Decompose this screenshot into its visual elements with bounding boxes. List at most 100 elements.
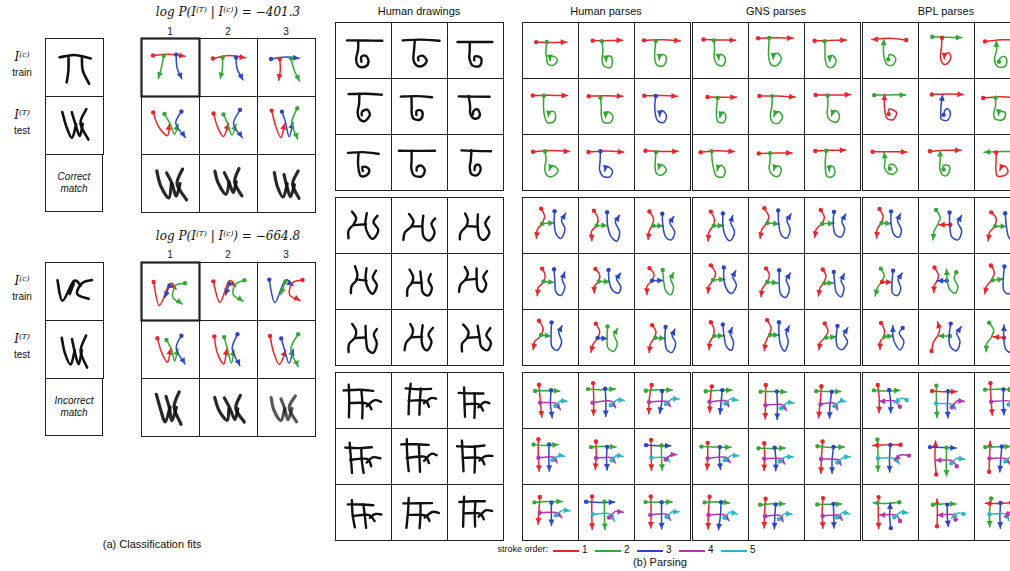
stroke: [836, 326, 848, 350]
stroke-start-dot: [940, 35, 944, 39]
character-parse: [642, 93, 677, 123]
character-parse: [762, 318, 789, 351]
character-parse: [643, 494, 679, 529]
stroke-start-dot: [762, 457, 766, 461]
stroke: [892, 271, 902, 296]
arrowhead: [239, 54, 245, 60]
stroke-start-dot: [983, 445, 987, 449]
arrowhead: [673, 396, 679, 402]
stroke-start-dot: [593, 267, 597, 271]
arrowhead: [648, 464, 654, 470]
arrowhead: [604, 464, 610, 470]
stroke: [344, 390, 374, 391]
stroke-start-dot: [768, 151, 772, 155]
arrowhead: [1004, 444, 1010, 450]
stroke-start-dot: [609, 403, 613, 407]
arrowhead: [840, 37, 846, 43]
stroke: [293, 171, 299, 198]
arrowhead: [718, 408, 724, 414]
character-drawing: [459, 96, 490, 119]
stroke-start-dot: [983, 387, 987, 391]
character-parse: [705, 94, 736, 123]
stroke: [596, 457, 615, 463]
stroke-start-dot: [279, 336, 283, 340]
grid-line: [391, 197, 392, 365]
stroke-start-dot: [536, 437, 540, 441]
arrowhead: [835, 389, 841, 395]
stroke: [176, 336, 185, 364]
stroke-start-dot: [278, 57, 282, 61]
stroke: [655, 96, 667, 123]
arrowhead: [932, 441, 938, 447]
stroke-start-dot: [824, 149, 828, 153]
stroke: [468, 336, 479, 339]
arrowhead: [554, 388, 560, 394]
grid-line: [522, 428, 690, 429]
match-box: Incorrect match: [45, 378, 103, 436]
stroke-start-dot: [929, 349, 933, 353]
character-parse: [699, 441, 739, 470]
arrowhead: [761, 522, 767, 528]
stroke-start-dot: [650, 278, 654, 282]
character-drawing: [345, 443, 380, 473]
arrowhead: [590, 346, 596, 353]
stroke-start-dot: [763, 514, 767, 518]
stroke: [599, 151, 612, 177]
stroke-start-dot: [553, 404, 557, 408]
arrowhead: [829, 467, 835, 473]
stroke-start-dot: [835, 460, 839, 464]
character-drawing: [407, 270, 432, 296]
stroke-start-dot: [987, 470, 991, 474]
character-parse: [870, 149, 907, 174]
stroke-start-dot: [705, 95, 709, 99]
grid-line: [634, 22, 635, 190]
stroke-start-dot: [762, 206, 766, 210]
character-parse: [698, 148, 734, 177]
grid-line: [692, 253, 860, 254]
stroke: [348, 503, 374, 506]
character-parse: [269, 55, 300, 81]
stroke-start-dot: [818, 402, 822, 406]
character-parse: [930, 383, 964, 418]
arrowhead: [618, 397, 624, 403]
stroke-start-dot: [1000, 444, 1004, 448]
arrowhead: [816, 412, 822, 418]
arrowhead: [881, 39, 887, 45]
stroke-start-dot: [756, 446, 760, 450]
stroke-start-dot: [779, 406, 783, 410]
stroke-start-dot: [211, 111, 215, 115]
stroke-start-dot: [770, 94, 774, 98]
row-name: test: [14, 349, 30, 361]
stroke-start-dot: [706, 513, 710, 517]
stroke: [157, 338, 170, 362]
stroke-start-dot: [183, 281, 187, 285]
character-parse: [815, 496, 850, 528]
stroke-start-dot: [605, 445, 609, 449]
arrowhead: [164, 291, 170, 298]
stroke-start-dot: [289, 56, 293, 60]
stroke-start-dot: [773, 502, 777, 506]
stroke-start-dot: [934, 472, 938, 476]
character-drawing: [403, 498, 439, 528]
arrowhead: [157, 72, 163, 79]
stroke-start-dot: [543, 149, 547, 153]
stroke-start-dot: [643, 500, 647, 504]
arrowhead: [732, 396, 738, 402]
arrowhead: [827, 412, 833, 418]
character-parse: [757, 94, 795, 124]
stroke: [413, 41, 427, 66]
stroke-start-dot: [777, 459, 781, 463]
stroke-start-dot: [989, 263, 993, 267]
stroke-start-dot: [961, 512, 965, 516]
character-parse: [874, 266, 902, 296]
arrowhead: [997, 522, 1003, 528]
stroke-start-dot: [592, 209, 596, 213]
grid-line: [918, 197, 919, 365]
stroke-start-dot: [234, 55, 238, 59]
stroke: [356, 41, 368, 67]
stroke-start-dot: [988, 381, 992, 385]
row-symbol: I⁽ᶜ⁾: [15, 275, 30, 289]
stroke-start-dot: [949, 321, 953, 325]
stroke-start-dot: [654, 39, 658, 43]
arrowhead: [937, 150, 943, 156]
